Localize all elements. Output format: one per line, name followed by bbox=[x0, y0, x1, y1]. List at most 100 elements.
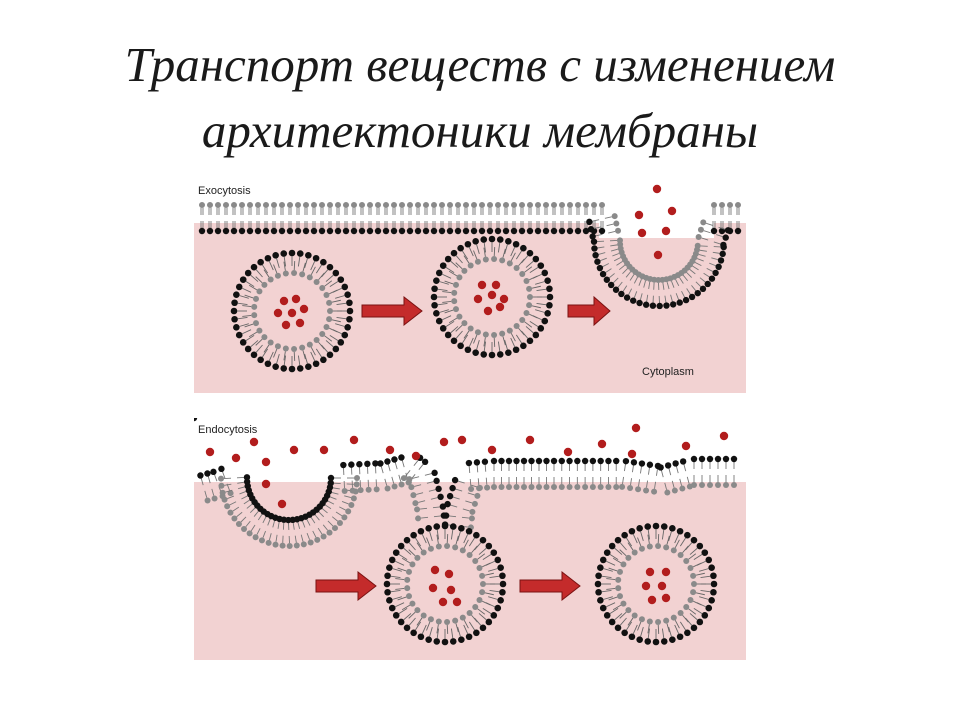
lipid-tail bbox=[463, 539, 469, 548]
molecule bbox=[645, 567, 655, 577]
lipid-tail bbox=[609, 607, 619, 615]
vesicle-intact bbox=[230, 249, 354, 373]
lipid-head-outer bbox=[346, 315, 353, 323]
lipid-head-inner bbox=[526, 227, 534, 235]
lipid-head-inner bbox=[520, 457, 528, 465]
lipid-head-inner bbox=[691, 581, 697, 587]
lipid-head-outer bbox=[399, 202, 405, 208]
molecule bbox=[473, 294, 483, 304]
lipid-tail bbox=[283, 261, 286, 271]
lipid-tail bbox=[474, 542, 482, 551]
lipid-tail bbox=[248, 331, 258, 338]
lipid-tail bbox=[483, 242, 487, 253]
lipid-tail bbox=[335, 511, 343, 517]
lipid-tail bbox=[436, 624, 439, 634]
lipid-head-outer bbox=[499, 572, 506, 580]
progression-arrow bbox=[519, 570, 581, 602]
lipid-tail bbox=[482, 600, 491, 606]
lipid-head-inner bbox=[550, 457, 558, 465]
lipid-head-inner bbox=[470, 227, 478, 235]
lipid-head-inner bbox=[364, 460, 371, 468]
lipid-tail bbox=[525, 326, 534, 334]
lipid-tail bbox=[463, 330, 470, 339]
lipid-tail bbox=[325, 340, 334, 348]
lipid-head-outer bbox=[279, 542, 286, 549]
lipid-head-outer bbox=[296, 365, 304, 372]
lipid-tail bbox=[639, 293, 643, 301]
molecule bbox=[667, 206, 677, 216]
lipid-head-outer bbox=[365, 486, 372, 493]
molecule bbox=[287, 308, 297, 318]
lipid-head-outer bbox=[383, 580, 391, 588]
lipid-head-outer bbox=[219, 489, 226, 496]
lipid-tail bbox=[403, 547, 412, 555]
lipid-head-outer bbox=[441, 638, 449, 646]
lipid-tail bbox=[250, 340, 259, 348]
lipid-tail bbox=[654, 481, 657, 489]
lipid-head-outer bbox=[479, 536, 487, 544]
lipid-head-inner bbox=[327, 308, 333, 314]
lipid-head-inner bbox=[599, 270, 607, 278]
lipid-head-outer bbox=[711, 202, 717, 208]
lipid-head-outer bbox=[272, 363, 279, 370]
lipid-head-outer bbox=[513, 484, 520, 490]
lipid-head-outer bbox=[463, 202, 469, 208]
lipid-head-outer bbox=[444, 255, 452, 263]
lipid-head-outer bbox=[499, 580, 507, 588]
lipid-tail bbox=[445, 320, 455, 328]
lipid-head-outer bbox=[710, 588, 717, 596]
lipid-tail bbox=[324, 280, 333, 287]
lipid-tail bbox=[331, 491, 339, 495]
lipid-tail bbox=[276, 354, 280, 364]
lipid-tail bbox=[273, 348, 278, 358]
lipid-head-outer bbox=[487, 202, 493, 208]
lipid-tail bbox=[306, 532, 310, 540]
lipid-tail bbox=[689, 547, 698, 555]
lipid-head-inner bbox=[598, 227, 606, 235]
lipid-head-inner bbox=[558, 457, 565, 465]
lipid-tail bbox=[429, 531, 433, 541]
lipid-head-outer bbox=[265, 539, 272, 546]
lipid-head-outer bbox=[439, 202, 445, 208]
lipid-tail bbox=[468, 621, 476, 631]
lipid-tail bbox=[229, 501, 237, 506]
progression-arrow bbox=[361, 295, 423, 327]
lipid-head-inner bbox=[218, 465, 225, 473]
lipid-head-outer bbox=[521, 484, 527, 490]
lipid-head-outer bbox=[431, 285, 438, 293]
lipid-head-inner bbox=[478, 227, 486, 235]
lipid-tail bbox=[394, 560, 405, 566]
lipid-tail bbox=[637, 621, 642, 631]
lipid-head-outer bbox=[295, 202, 301, 208]
lipid-head-outer bbox=[346, 299, 353, 307]
lipid-tail bbox=[614, 547, 623, 555]
lipid-head-outer bbox=[690, 624, 698, 632]
molecule bbox=[499, 294, 509, 304]
lipid-head-inner bbox=[267, 276, 274, 283]
lipid-head-inner bbox=[523, 309, 530, 316]
lipid-tail bbox=[471, 545, 478, 554]
lipid-head-inner bbox=[437, 493, 444, 501]
lipid-head-inner bbox=[710, 227, 718, 235]
lipid-head-inner bbox=[472, 603, 479, 610]
lipid-head-outer bbox=[599, 604, 607, 612]
lipid-tail bbox=[610, 244, 618, 247]
lipid-tail bbox=[214, 474, 218, 482]
lipid-head-inner bbox=[513, 457, 520, 465]
lipid-head-inner bbox=[698, 455, 706, 463]
lipid-head-outer bbox=[707, 482, 713, 488]
lipid-head-inner bbox=[657, 464, 664, 471]
lipid-tail bbox=[297, 256, 301, 267]
lipid-head-outer bbox=[671, 487, 678, 494]
lipid-tail bbox=[695, 592, 705, 596]
lipid-head-inner bbox=[513, 322, 520, 329]
lipid-head-inner bbox=[690, 455, 698, 463]
lipid-head-outer bbox=[300, 541, 307, 548]
lipid-tail bbox=[397, 596, 407, 601]
lipid-tail bbox=[473, 250, 478, 260]
lipid-head-outer bbox=[293, 542, 300, 549]
lipid-head-inner bbox=[715, 263, 722, 271]
lipid-tail bbox=[441, 315, 452, 321]
lipid-tail bbox=[485, 477, 488, 485]
lipid-tail bbox=[679, 621, 687, 631]
